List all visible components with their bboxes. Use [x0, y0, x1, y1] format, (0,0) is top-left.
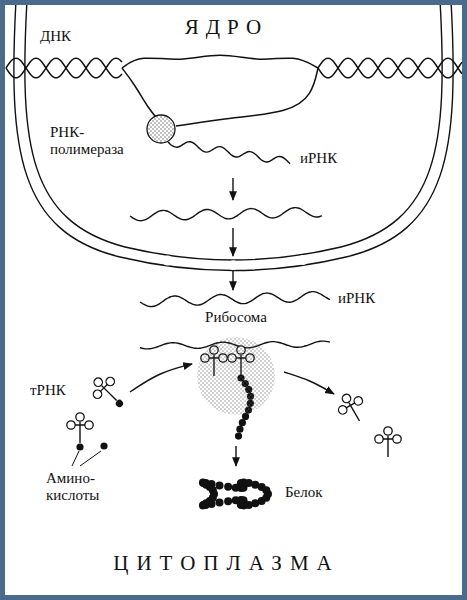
trna-molecule	[67, 413, 93, 451]
dna-strand	[318, 58, 462, 78]
ribosome-circle: Рибосома	[196, 336, 276, 416]
trna-molecule	[333, 388, 371, 427]
node-label: РНК- полимераза	[50, 124, 140, 157]
dna-strand	[122, 55, 318, 68]
flow-arrow	[130, 364, 192, 392]
part-label: Амино- кислоты	[46, 470, 110, 503]
protein-bead	[262, 486, 270, 494]
protein-bead	[224, 483, 232, 491]
polypeptide-bead	[235, 432, 242, 439]
flow-arrow	[284, 372, 334, 394]
protein-bead	[232, 496, 240, 504]
polypeptide-bead	[236, 426, 243, 433]
dna-strand	[122, 68, 160, 122]
trna-molecule	[375, 427, 401, 457]
dna-strand	[176, 68, 318, 126]
nuclear-pore	[298, 255, 308, 265]
dna-strand	[6, 58, 122, 78]
nuclear-pore	[388, 226, 398, 236]
leader-line	[80, 451, 101, 466]
dna-strand	[318, 58, 462, 78]
part-label: Белок	[285, 484, 323, 501]
part-label: иРНК	[338, 290, 375, 307]
polypeptide-bead	[239, 419, 246, 426]
flow-arrow	[235, 446, 236, 466]
region-label: ЦИТОПЛАЗМА	[0, 552, 460, 575]
nuclear-membrane	[14, 0, 453, 271]
part-label: тРНК	[30, 382, 66, 399]
node-outline	[196, 336, 276, 416]
part-label: иРНК	[300, 150, 337, 167]
amino-acid	[100, 442, 107, 449]
flow-arrow	[232, 178, 233, 200]
node-outline	[146, 114, 176, 144]
protein-bead	[216, 499, 224, 507]
trna-molecule	[86, 370, 131, 415]
protein-bead	[208, 480, 216, 488]
mrna-strand	[140, 292, 330, 307]
flow-arrow	[232, 270, 233, 290]
part-label: ДНК	[40, 28, 71, 45]
polymerase-circle: РНК- полимераза	[146, 114, 176, 144]
drawing	[6, 0, 462, 509]
nuclear-pore	[228, 260, 238, 270]
leader-line	[72, 451, 79, 466]
node-label: Рибосома	[186, 309, 286, 326]
nuclear-pore	[163, 256, 173, 266]
protein-bead	[216, 481, 224, 489]
mrna-strand	[130, 208, 322, 221]
protein-bead	[224, 497, 232, 505]
nuclear-pore	[69, 226, 79, 236]
mrna-strand	[168, 142, 290, 164]
flow-arrow	[232, 228, 233, 256]
dna-strand	[6, 58, 122, 78]
